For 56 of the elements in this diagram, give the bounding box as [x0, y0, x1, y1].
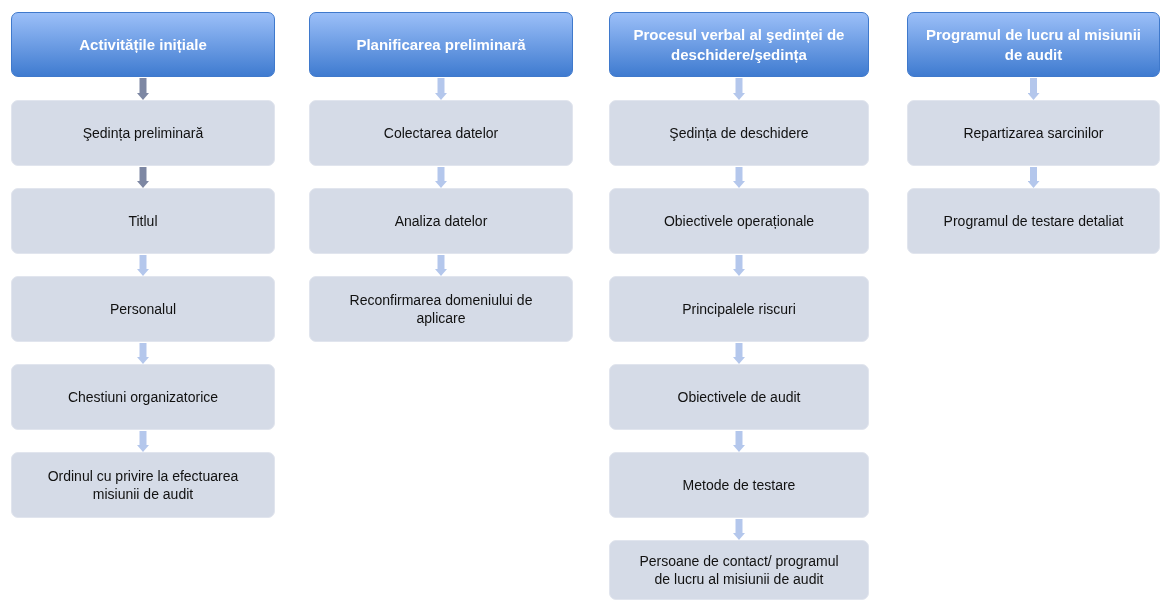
process-box — [609, 100, 869, 166]
process-box — [609, 276, 869, 342]
box-label: Repartizarea sarcinilor — [963, 123, 1104, 143]
process-box — [609, 364, 869, 430]
arrow — [733, 343, 745, 364]
box-label: Ordinul cu privire la efectuarea misiunii de audit — [46, 466, 240, 504]
header-box — [11, 12, 275, 77]
arrow — [1027, 167, 1040, 188]
box-label: Procesul verbal al şedinței de deschidere/şedința — [632, 25, 846, 64]
arrow — [1027, 78, 1040, 100]
box-label: Persoane de contact/ programul de lucru al misiunii de audit — [638, 551, 840, 589]
process-box — [309, 100, 573, 166]
arrow — [733, 167, 745, 188]
arrow — [435, 167, 447, 188]
process-box — [11, 100, 275, 166]
box-label: Chestiuni organizatorice — [67, 387, 219, 407]
arrow — [137, 167, 149, 188]
header-box — [907, 12, 1160, 77]
process-box — [309, 276, 573, 342]
arrow — [137, 343, 149, 364]
box-label: Planificarea preliminară — [356, 34, 526, 55]
box-label: Reconfirmarea domeniului de aplicare — [348, 290, 534, 328]
arrow — [733, 431, 745, 452]
arrow — [137, 255, 149, 276]
arrow — [733, 78, 745, 100]
box-label: Şedința de deschidere — [669, 123, 809, 143]
arrow — [435, 78, 447, 100]
box-label: Şedința preliminară — [82, 123, 204, 143]
box-label: Titlul — [128, 211, 158, 231]
box-label: Obiectivele operaționale — [663, 211, 815, 231]
arrow — [137, 431, 149, 452]
process-box — [609, 540, 869, 600]
box-label: Analiza datelor — [394, 211, 488, 231]
box-label: Programul de lucru al misiunii de audit — [924, 25, 1142, 64]
box-label: Principalele riscuri — [682, 299, 796, 319]
process-box — [609, 188, 869, 254]
box-label: Colectarea datelor — [383, 123, 499, 143]
arrow — [137, 78, 149, 100]
header-box — [309, 12, 573, 77]
box-label: Activitățile inițiale — [79, 34, 207, 55]
box-label: Obiectivele de audit — [677, 387, 801, 407]
process-box — [309, 188, 573, 254]
box-label: Metode de testare — [682, 475, 796, 495]
box-label: Personalul — [109, 299, 177, 319]
process-box — [907, 188, 1160, 254]
arrow — [733, 519, 745, 540]
arrow — [733, 255, 745, 276]
header-box — [609, 12, 869, 77]
process-box — [11, 276, 275, 342]
process-box — [11, 452, 275, 518]
process-box — [907, 100, 1160, 166]
process-box — [609, 452, 869, 518]
process-box — [11, 364, 275, 430]
box-label: Programul de testare detaliat — [943, 211, 1124, 231]
process-box — [11, 188, 275, 254]
arrow — [435, 255, 447, 276]
